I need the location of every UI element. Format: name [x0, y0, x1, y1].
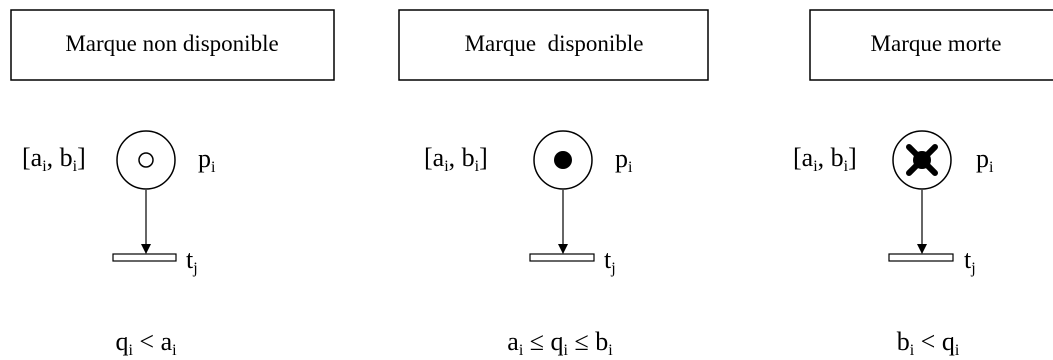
condition-formula: qi < ai [115, 327, 177, 359]
panel-dead-mark: Marque morte [ai, bi] pi tj bi < qi [793, 9, 1053, 359]
place-label: pi [976, 144, 994, 176]
transition-bar [529, 253, 595, 262]
interval-label: [ai, bi] [424, 143, 488, 175]
title-box [809, 9, 1053, 81]
panel-available-mark: Marque disponible [ai, bi] pi tj ai ≤ qi… [398, 9, 709, 359]
place-label: pi [198, 144, 216, 176]
crossed-token-icon [906, 144, 938, 176]
transition-bar [112, 253, 177, 262]
interval-label: [ai, bi] [22, 143, 86, 175]
panel-title: Marque non disponible [65, 31, 278, 56]
transition-label: tj [186, 245, 198, 277]
panel-title: Marque morte [871, 31, 1002, 56]
panel-unavailable-mark: Marque non disponible [ai, bi] pi tj qi … [10, 9, 335, 359]
filled-token-icon [554, 151, 572, 169]
place-label: pi [615, 144, 633, 176]
place-circle [116, 130, 176, 190]
hollow-token-icon [138, 152, 154, 168]
transition-label: tj [604, 245, 616, 277]
transition-label: tj [964, 245, 976, 277]
transition-bar [888, 253, 954, 262]
panel-title: Marque disponible [465, 31, 644, 56]
title-box [10, 9, 335, 81]
interval-label: [ai, bi] [793, 143, 857, 175]
condition-formula: bi < qi [897, 327, 960, 359]
condition-formula: ai ≤ qi ≤ bi [507, 327, 613, 359]
title-box [398, 9, 709, 81]
